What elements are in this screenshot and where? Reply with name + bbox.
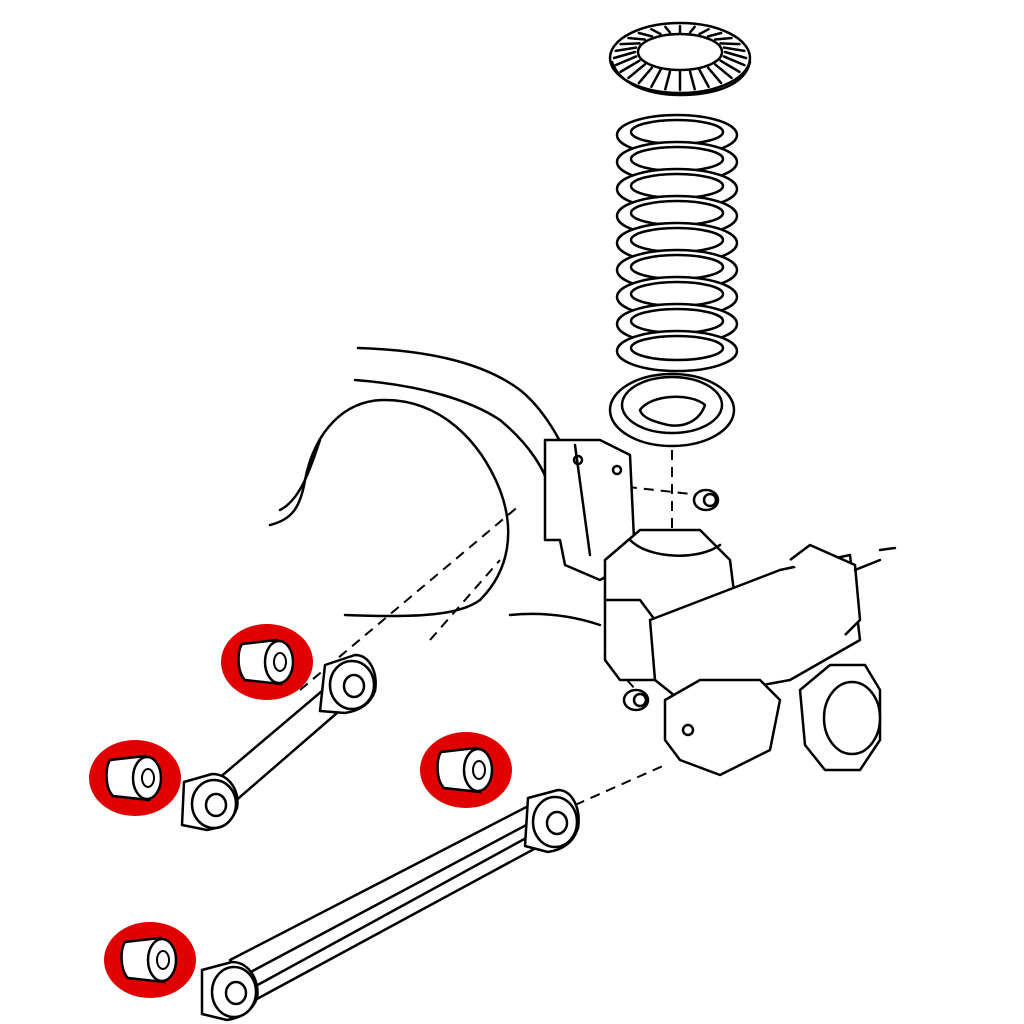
upper-control-arm — [180, 653, 377, 832]
seat-tooth — [706, 31, 723, 38]
seat-tooth — [722, 46, 746, 53]
seat-tooth — [713, 36, 733, 41]
seat-tooth — [698, 68, 710, 89]
spring-coil-inner — [629, 334, 725, 362]
seat-tooth — [713, 63, 733, 80]
seat-tooth — [719, 42, 741, 46]
highlighted-bushing — [221, 624, 313, 700]
lower-spring-insulator — [608, 372, 736, 448]
seat-tooth — [650, 27, 662, 36]
body-wheel-arch — [268, 346, 602, 627]
seat-tooth — [722, 55, 746, 67]
body-bracket — [543, 438, 637, 582]
small-bushing-upper — [692, 488, 720, 512]
seat-tooth — [614, 46, 638, 53]
seat-tooth — [698, 27, 710, 36]
seat-tooth — [637, 66, 654, 85]
highlighted-bushing — [104, 922, 196, 998]
seat-tooth — [614, 55, 638, 67]
seat-tooth — [612, 50, 637, 60]
seat-tooth — [688, 70, 696, 91]
seat-tooth — [706, 66, 723, 85]
seat-tooth — [637, 31, 654, 38]
seat-tooth — [627, 36, 647, 41]
small-bushing-lower — [622, 688, 650, 712]
seat-tooth — [664, 25, 672, 34]
seat-tooth — [619, 42, 641, 46]
highlighted-bushing — [420, 732, 512, 808]
seat-tooth — [619, 59, 641, 74]
seat-tooth — [627, 63, 647, 80]
lower-control-arm — [200, 788, 580, 1022]
axle-housing — [603, 528, 897, 777]
seat-tooth — [650, 68, 662, 89]
seat-tooth — [664, 70, 672, 91]
upper-spring-seat — [608, 21, 752, 97]
highlighted-bushing — [89, 740, 181, 816]
spring-coil — [615, 329, 739, 373]
coil-spring — [615, 113, 739, 373]
seat-tooth — [723, 50, 748, 60]
seat-tooth — [719, 59, 741, 74]
seat-tooth — [688, 25, 696, 34]
